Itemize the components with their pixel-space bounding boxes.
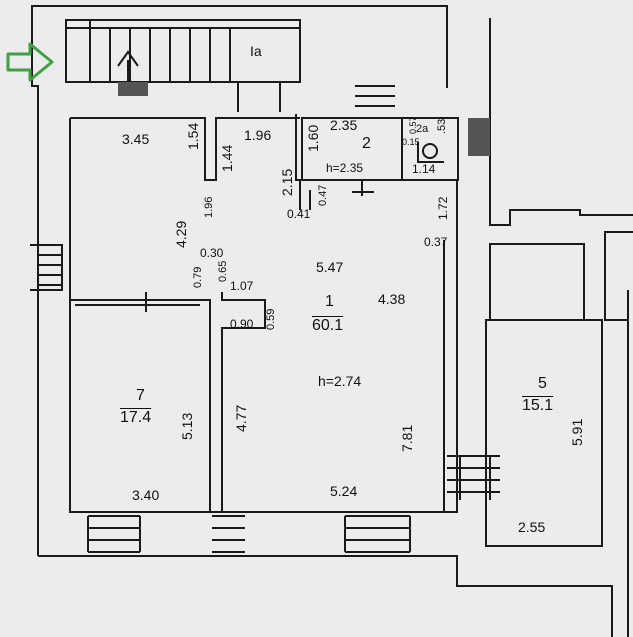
dim-label: 4.77 [233, 404, 249, 432]
dim-label: 2.15 [279, 168, 295, 196]
room-5-number: 5 [538, 375, 547, 392]
neighbour-wall [489, 18, 633, 226]
room-1-height: h=2.74 [318, 373, 362, 389]
dim-label: 1.96 [203, 196, 215, 218]
dim-label: 0.65 [217, 260, 229, 282]
dim-label: 7.81 [399, 424, 415, 452]
dim-label: 1.14 [412, 162, 436, 176]
dim-label: 4.38 [378, 291, 406, 307]
dim-label: 5.91 [569, 418, 585, 446]
dim-label: .53 [436, 118, 448, 134]
dim-label: 1.72 [436, 196, 450, 220]
dim-label: 0.57 [408, 116, 418, 134]
dim-label: 5.24 [330, 483, 358, 499]
room-7-number: 7 [136, 387, 145, 404]
staircase-ia [65, 19, 301, 83]
chimney [118, 82, 148, 96]
dim-label: 0.79 [192, 266, 204, 288]
room-1-area: 60.1 [312, 317, 344, 334]
room-2-number: 2 [362, 135, 371, 152]
dim-label: 0.47 [317, 184, 329, 206]
neighbour-wall-2 [604, 231, 633, 321]
room-5 [489, 243, 585, 321]
room-ia-label: Ia [250, 43, 262, 59]
dim-label: 1.44 [219, 144, 235, 172]
room-2a-number: 2a [416, 123, 429, 135]
dim-label: 3.40 [132, 487, 160, 503]
main-block [69, 118, 458, 513]
dim-label: 1.96 [244, 127, 272, 143]
room-2-height: h=2.35 [326, 161, 364, 175]
dim-label: 5.13 [179, 412, 195, 440]
dim-label: 0.90 [230, 317, 254, 331]
dim-label: 5.47 [316, 259, 344, 275]
dim-label: 3.45 [122, 131, 150, 147]
outer-wall-bottom [38, 555, 613, 637]
dim-label: 2.35 [330, 117, 358, 133]
dim-label: 0.30 [200, 246, 224, 260]
room-2a [401, 117, 459, 181]
dim-label: 0.37 [424, 235, 448, 249]
room-1-number: 1 [325, 293, 334, 310]
chimney-right [468, 118, 490, 156]
dim-label: 0.15 [402, 137, 420, 147]
dim-label: 2.55 [518, 519, 546, 535]
entrance-arrow-icon [6, 42, 54, 82]
dim-label: 0.59 [265, 308, 277, 330]
room-5-area: 15.1 [522, 397, 554, 414]
dim-label: 1.07 [230, 279, 254, 293]
dim-label: 1.54 [185, 122, 201, 150]
dim-label: 4.29 [173, 220, 189, 248]
room-7-area: 17.4 [120, 409, 152, 426]
dim-label: 0.41 [287, 207, 311, 221]
dim-label: 1.60 [305, 124, 321, 152]
